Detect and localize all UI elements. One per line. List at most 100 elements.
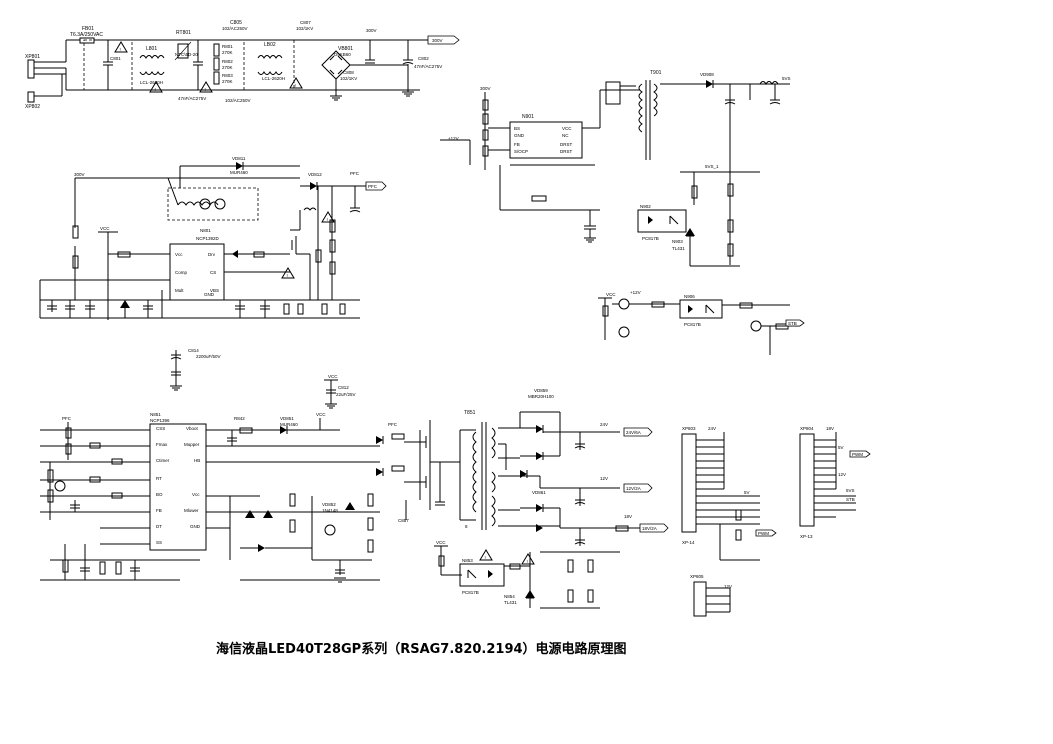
lf1-coil-top [139, 55, 165, 59]
bridge-part: D5KB60 [334, 52, 351, 57]
pfc-300v-label: 300V [74, 172, 85, 177]
c807-label: C807 [300, 20, 311, 25]
xp804-connector [799, 433, 815, 527]
xp803-bottom-label: XP-14 [682, 540, 695, 545]
svg-text:!: ! [120, 47, 121, 52]
svg-text:18V/2A: 18V/2A [642, 526, 657, 531]
svg-text:Vcc: Vcc [192, 492, 200, 497]
svg-text:DRST: DRST [560, 149, 573, 154]
svg-text:CS: CS [210, 270, 216, 275]
caution-icon: ! [521, 553, 535, 565]
svg-text:RT: RT [156, 476, 162, 481]
opto2-part: PC817B [684, 322, 701, 327]
r803-symbol [213, 71, 220, 85]
out-5v-label: 5VS [782, 76, 791, 81]
svg-text:Fmax: Fmax [156, 442, 168, 447]
opto1-symbol [637, 209, 687, 233]
page-title: 海信液晶LED40T28GP系列（RSAG7.820.2194）电源电路原理图 [216, 641, 627, 657]
svg-text:PFC: PFC [368, 184, 378, 189]
lf2-coil-bottom [257, 71, 283, 75]
opto1-label: N902 [640, 204, 651, 209]
tl431-2-symbol [525, 590, 535, 598]
c805-label: C805 [230, 20, 242, 26]
svg-text:Mult: Mult [175, 288, 184, 293]
transistor-v909 [618, 298, 630, 310]
pfc-diode-part: MUR460 [230, 170, 248, 175]
xp803-24v-label: 24V [708, 426, 716, 431]
c805-value: 102/AC250V [222, 26, 248, 31]
vd861-label: VD861 [532, 490, 546, 495]
main-transformer-label: T851 [464, 410, 476, 416]
svg-text:BS: BS [514, 126, 520, 131]
pfc-section: 300V VD811 MUR460 VD812 PFC PFC [39, 156, 387, 409]
pfc-vcc-label: VCC [100, 226, 110, 231]
tl431-1-part: TL431 [672, 246, 685, 251]
opto1-part: PC817B [642, 236, 659, 241]
std-transformer-label: T901 [650, 70, 662, 76]
xp804-12v-label: 12V [838, 472, 846, 477]
svg-text:Vcc: Vcc [175, 252, 183, 257]
svg-text:STB: STB [788, 321, 797, 326]
caution-icon: ! [281, 267, 295, 279]
opto3-label: N853 [462, 558, 473, 563]
caution-icon: ! [321, 211, 335, 223]
output-inductor [759, 81, 779, 85]
opto2-symbol [679, 299, 723, 319]
transistor-v901 [750, 320, 762, 332]
svg-text:BO: BO [156, 492, 163, 497]
ground-symbol [170, 385, 182, 391]
l801-part: LCL-2620H [140, 80, 163, 85]
c801-label: C801 [110, 56, 121, 61]
svg-text:Ctimer: Ctimer [156, 458, 170, 463]
r802-label: R802 [222, 59, 233, 64]
ground-symbol [325, 403, 337, 409]
llc-zener-label: VD852 [322, 502, 336, 507]
svg-text:PWM: PWM [758, 531, 769, 536]
pfc-ic-part: NCP1392D [196, 236, 220, 241]
main-transformer-primary [472, 431, 477, 513]
ntc-symbol [177, 43, 189, 59]
300v-output-tag: 300V [427, 35, 460, 45]
svg-text:SS: SS [156, 540, 162, 545]
svg-text:!: ! [485, 555, 486, 560]
svg-text:Vboot: Vboot [186, 426, 199, 431]
svg-text:12V/2A: 12V/2A [626, 486, 641, 491]
xp803-connector [681, 433, 697, 533]
out-5v1-label: 5VS_1 [705, 164, 719, 169]
standby-ic [509, 121, 583, 159]
main-transformer-sec-24v [491, 427, 496, 459]
llc-ic [149, 423, 207, 551]
llc-pfc-label: PFC [62, 416, 72, 421]
svg-text:VBS: VBS [210, 288, 219, 293]
svg-text:Comp: Comp [175, 270, 188, 275]
12v-output-tag: 12V/2A [623, 483, 653, 493]
lf1-coil-bottom [139, 71, 165, 75]
xp804-bottom-label: XP-13 [800, 534, 813, 539]
pfc-diode-label: VD811 [232, 156, 246, 161]
fuse-rating-label: T6.3A/250VAC [70, 32, 103, 38]
output-diode [706, 80, 713, 88]
caution-icon: ! [199, 81, 213, 93]
pfc-inductor [177, 201, 219, 206]
r802-symbol [213, 57, 220, 71]
r803-label: R803 [222, 73, 233, 78]
pfc-ic-label: N801 [200, 228, 211, 233]
xp803-5v-label: 5V [744, 490, 750, 495]
transistor-v851 [54, 480, 66, 492]
xp804-5v-label: 5V [838, 445, 844, 450]
standby-12v-tag: +12V [630, 290, 641, 295]
c802-value: 47nF/AC275V [414, 64, 442, 69]
llc-boot-label: R842 [234, 416, 245, 421]
pfc-ic [169, 243, 225, 301]
svg-text:VCC: VCC [562, 126, 572, 131]
llc-zener-part: 1N4148 [322, 508, 338, 513]
svg-text:!: ! [205, 87, 206, 92]
xp803-pwm-tag: PWM [755, 529, 777, 537]
rail-300v-label: 300V [366, 28, 377, 33]
filter-box-1 [83, 39, 133, 91]
svg-text:FB: FB [156, 508, 162, 513]
opto3-part: PC817B [462, 590, 479, 595]
llc-ic-label: N851 [150, 412, 161, 417]
18v-output-tag: 18V/2A [639, 523, 669, 533]
svg-text:!: ! [527, 559, 528, 564]
